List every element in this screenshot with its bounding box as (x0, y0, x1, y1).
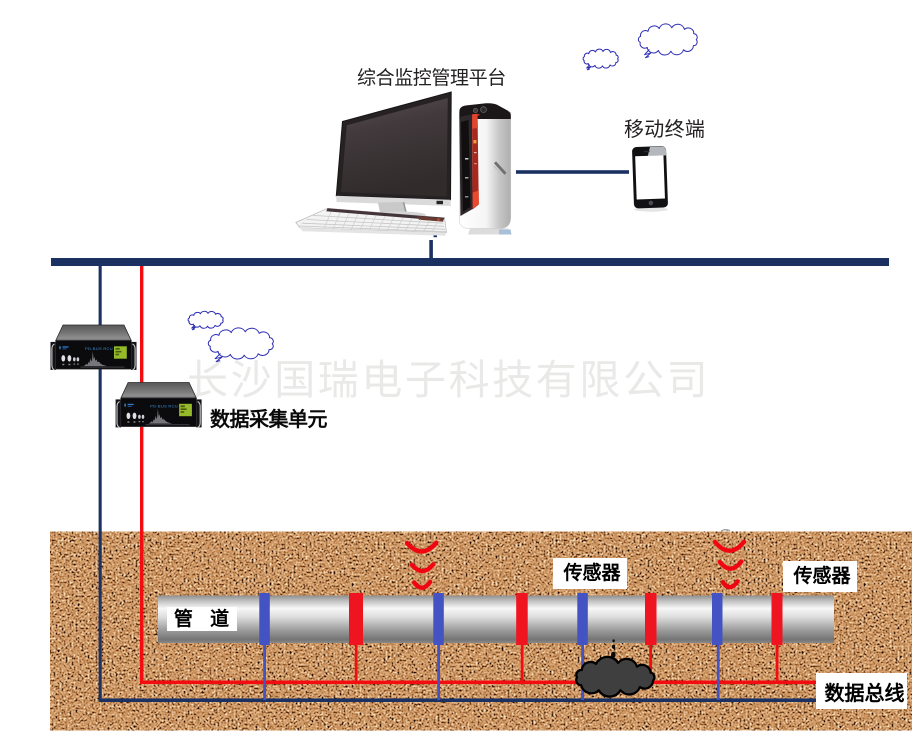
svg-text:PD-BUS RCU: PD-BUS RCU (85, 346, 113, 351)
